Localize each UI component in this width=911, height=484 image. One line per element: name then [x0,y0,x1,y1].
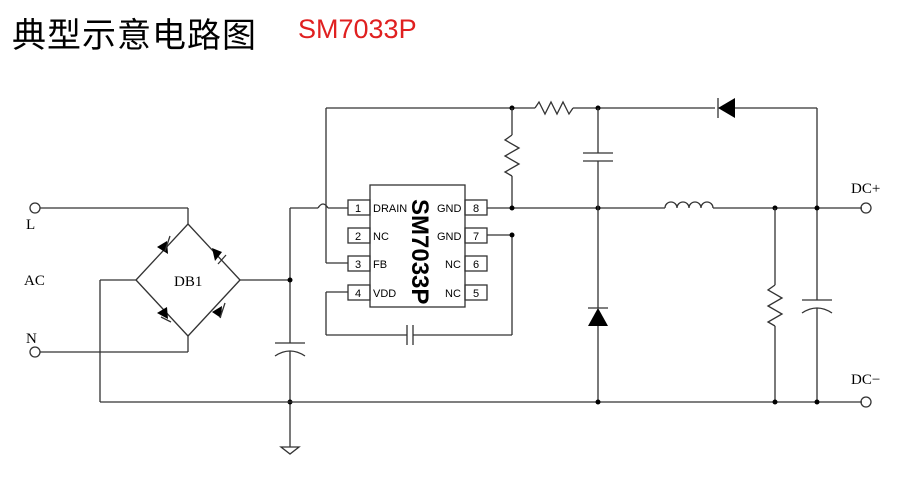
pin-6-name: NC [445,259,461,271]
label-dc-plus: DC+ [851,181,880,197]
input-capacitor [274,203,348,455]
pin-7-number: 7 [473,231,479,243]
pin-5-name: NC [445,288,461,300]
pin-5-number: 5 [473,288,479,300]
ac-input: L AC N [24,202,188,358]
diagram-title: 典型示意电路图 [12,16,257,56]
pin-8-name: GND [437,203,462,215]
label-db1: DB1 [174,274,202,290]
pin-1-number: 1 [355,203,361,215]
pin-7-name: GND [437,231,462,243]
pin-2-name: NC [373,231,389,243]
bridge-rectifier-db1: DB1 [99,208,290,402]
chip-name: SM7033P [406,199,433,304]
label-n: N [26,331,37,347]
pin-2-number: 2 [355,231,361,243]
label-dc-minus: DC− [851,372,880,388]
pin-4-number: 4 [355,288,361,300]
pin-4-name: VDD [373,288,396,300]
ic-sm7033p: 1 2 3 4 8 7 6 5 DRAIN NC FB VDD GND GND … [347,184,488,308]
feedback-network [325,98,818,345]
pin-3-number: 3 [355,259,361,271]
label-ac: AC [24,273,45,289]
pin-8-number: 8 [473,203,479,215]
pin-3-name: FB [373,259,387,271]
output-stage: DC+ DC− [487,105,880,408]
pin-6-number: 6 [473,259,479,271]
pin-1-name: DRAIN [373,203,407,215]
label-l: L [26,217,35,233]
part-number: SM7033P [298,14,417,44]
